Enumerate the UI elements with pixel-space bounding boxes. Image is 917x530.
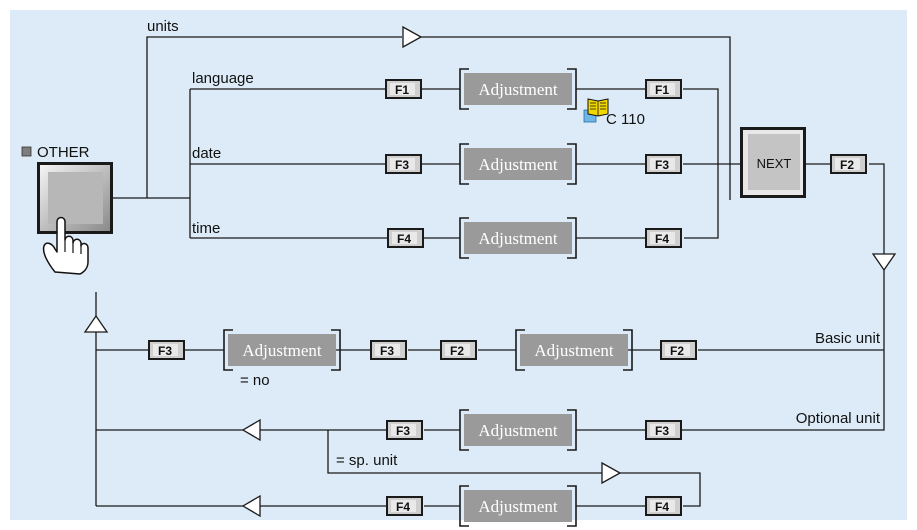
branch-label-time: time xyxy=(192,220,220,237)
arrow-left-icon xyxy=(241,418,261,442)
key-f1-label: F1 xyxy=(655,83,669,97)
adjustment-label: Adjustment xyxy=(478,229,558,248)
next-label: NEXT xyxy=(757,156,792,171)
arrow-right-icon xyxy=(402,25,423,49)
adjustment-box[interactable]: Adjustment xyxy=(459,409,577,451)
key-f1-button[interactable]: F1 xyxy=(385,79,422,99)
key-f3-label: F3 xyxy=(380,344,394,358)
key-f4-label: F4 xyxy=(655,232,669,246)
key-f3-label: F3 xyxy=(395,158,409,172)
other-label: OTHER xyxy=(37,144,90,161)
condition-label-no: = no xyxy=(240,372,270,389)
key-f2-button[interactable]: F2 xyxy=(660,340,697,360)
key-f1-label: F1 xyxy=(395,83,409,97)
key-f3-button[interactable]: F3 xyxy=(386,420,423,440)
branch-label-basic-unit: Basic unit xyxy=(815,330,881,347)
key-f4-label: F4 xyxy=(655,500,669,514)
branch-label-date: date xyxy=(192,145,221,162)
next-button[interactable]: NEXT xyxy=(740,127,806,198)
branch-label-optional-unit: Optional unit xyxy=(796,410,881,427)
arrow-up-icon xyxy=(83,314,109,333)
key-f3-label: F3 xyxy=(158,344,172,358)
branch-label-language: language xyxy=(192,70,254,87)
adjustment-boxes: AdjustmentAdjustmentAdjustmentAdjustment… xyxy=(223,68,633,527)
adjustment-label: Adjustment xyxy=(478,421,558,440)
flow-arrows xyxy=(83,25,897,518)
arrow-right-icon xyxy=(601,461,622,485)
adjustment-box[interactable]: Adjustment xyxy=(515,329,633,371)
adjustment-box[interactable]: Adjustment xyxy=(223,329,341,371)
adjustment-label: Adjustment xyxy=(534,341,614,360)
reference-link[interactable]: C 110 xyxy=(583,98,645,128)
adjustment-label: Adjustment xyxy=(478,497,558,516)
hand-pointer-icon xyxy=(42,216,89,275)
key-f3-button[interactable]: F3 xyxy=(370,340,407,360)
key-f3-button[interactable]: F3 xyxy=(645,154,682,174)
key-f2-label: F2 xyxy=(840,158,854,172)
diagram-background xyxy=(10,10,907,520)
key-f4-button[interactable]: F4 xyxy=(387,228,424,248)
adjustment-box[interactable]: Adjustment xyxy=(459,143,577,185)
key-f1-button[interactable]: F1 xyxy=(645,79,682,99)
reference-label: C 110 xyxy=(606,111,645,128)
key-f3-button[interactable]: F3 xyxy=(645,420,682,440)
adjustment-box[interactable]: Adjustment xyxy=(459,217,577,259)
adjustment-label: Adjustment xyxy=(478,155,558,174)
key-f2-label: F2 xyxy=(670,344,684,358)
key-f3-label: F3 xyxy=(655,424,669,438)
key-f2-button[interactable]: F2 xyxy=(440,340,477,360)
key-f3-button[interactable]: F3 xyxy=(385,154,422,174)
key-f4-button[interactable]: F4 xyxy=(386,496,423,516)
key-f4-button[interactable]: F4 xyxy=(645,228,682,248)
branch-label-units: units xyxy=(147,18,179,35)
other-indicator-icon xyxy=(21,146,32,157)
other-button[interactable]: OTHER xyxy=(21,144,113,275)
key-f2-label: F2 xyxy=(450,344,464,358)
key-f3-button[interactable]: F3 xyxy=(148,340,185,360)
key-f4-label: F4 xyxy=(396,500,410,514)
condition-label-sp-unit: = sp. unit xyxy=(336,452,398,469)
connector-lines xyxy=(95,36,885,507)
key-f2-button[interactable]: F2 xyxy=(830,154,867,174)
branch-labels: units language date time Basic unit Opti… xyxy=(147,18,881,469)
adjustment-label: Adjustment xyxy=(478,80,558,99)
arrow-down-icon xyxy=(871,253,897,272)
adjustment-label: Adjustment xyxy=(242,341,322,360)
key-f4-label: F4 xyxy=(397,232,411,246)
adjustment-box[interactable]: Adjustment xyxy=(459,485,577,527)
adjustment-box[interactable]: Adjustment xyxy=(459,68,577,110)
key-f3-label: F3 xyxy=(396,424,410,438)
key-f3-label: F3 xyxy=(655,158,669,172)
key-f4-button[interactable]: F4 xyxy=(645,496,682,516)
book-icon xyxy=(583,98,609,123)
arrow-left-icon xyxy=(241,494,261,518)
